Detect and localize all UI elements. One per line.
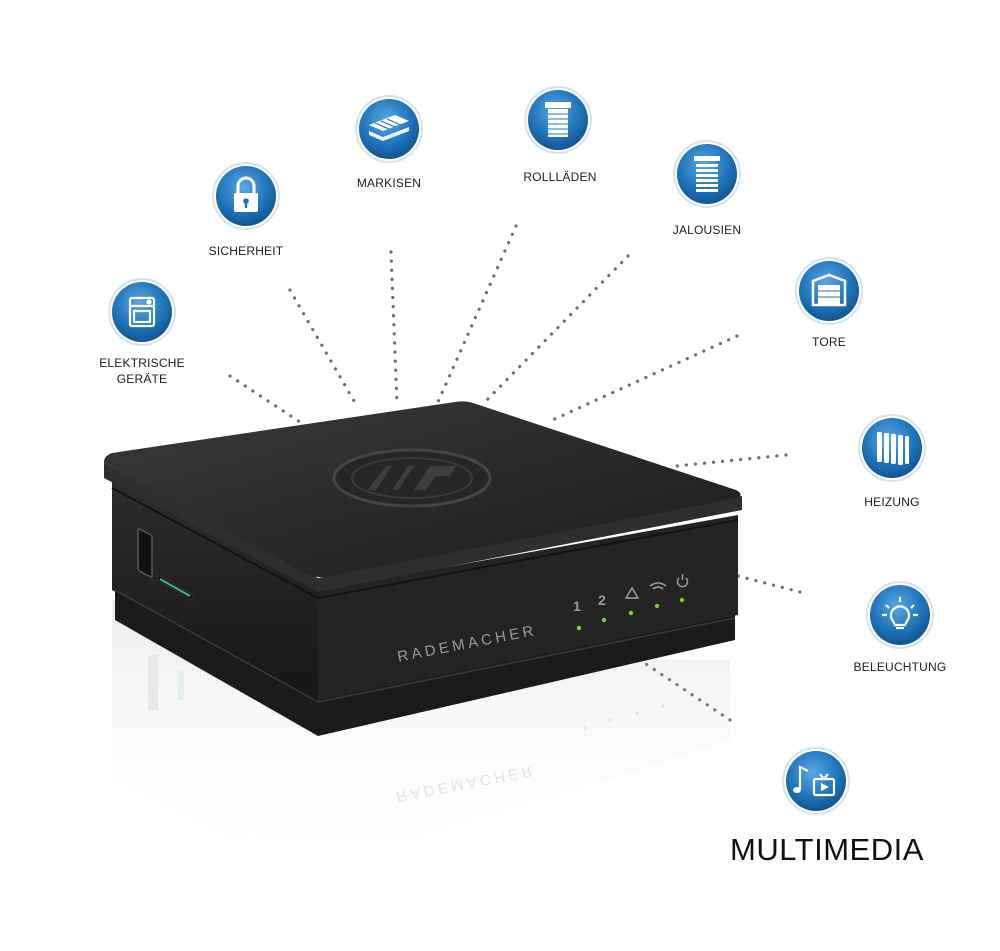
device-logo [332,448,492,508]
label-elektrische-geraete-line1: ELEKTRISCHE [99,356,185,370]
status-label-1: 1 [573,598,581,614]
label-elektrische-geraete-line2: GERÄTE [116,372,168,386]
label-rolllaeden: ROLLLÄDEN [523,170,597,184]
connector-heizung [674,453,788,468]
warning-icon [624,586,640,599]
connector-rolllaeden [436,224,518,404]
label-jalousien: JALOUSIEN [672,223,742,237]
connector-elektrische-geraete [228,374,302,424]
roller-shutter-icon [524,86,592,154]
led-1 [576,625,582,631]
garage-door-icon [795,257,863,325]
device-status-panel [576,574,689,730]
status-label-2: 2 [598,592,606,608]
label-elektrische-geraete: ELEKTRISCHE GERÄTE [92,355,192,387]
label-heizung: HEIZUNG [864,495,920,509]
radiator-icon [858,414,926,482]
led-power [679,597,685,603]
label-sicherheit: SICHERHEIT [208,244,284,258]
wifi-icon [649,582,667,590]
usb-port [137,528,153,578]
venetian-blind-icon [673,140,741,208]
connector-tore [546,334,739,424]
connector-markisen [389,250,399,406]
awning-icon [355,95,423,163]
power-icon [676,574,689,588]
label-beleuchtung: BELEUCHTUNG [853,660,947,674]
multimedia-icon [782,747,850,815]
light-bulb-icon [866,581,934,649]
category-icons [108,86,934,815]
label-tore: TORE [812,335,846,349]
label-multimedia: MULTIMEDIA [730,832,924,867]
device-body [104,401,742,736]
appliance-icon [108,278,176,346]
connector-sicherheit [288,288,360,410]
led-wifi [654,603,660,609]
led-warning [628,610,634,616]
led-2 [601,617,607,623]
connector-jalousien [485,254,630,402]
label-markisen: MARKISEN [356,176,422,190]
lock-icon [212,162,280,230]
connector-beleuchtung [736,574,802,594]
